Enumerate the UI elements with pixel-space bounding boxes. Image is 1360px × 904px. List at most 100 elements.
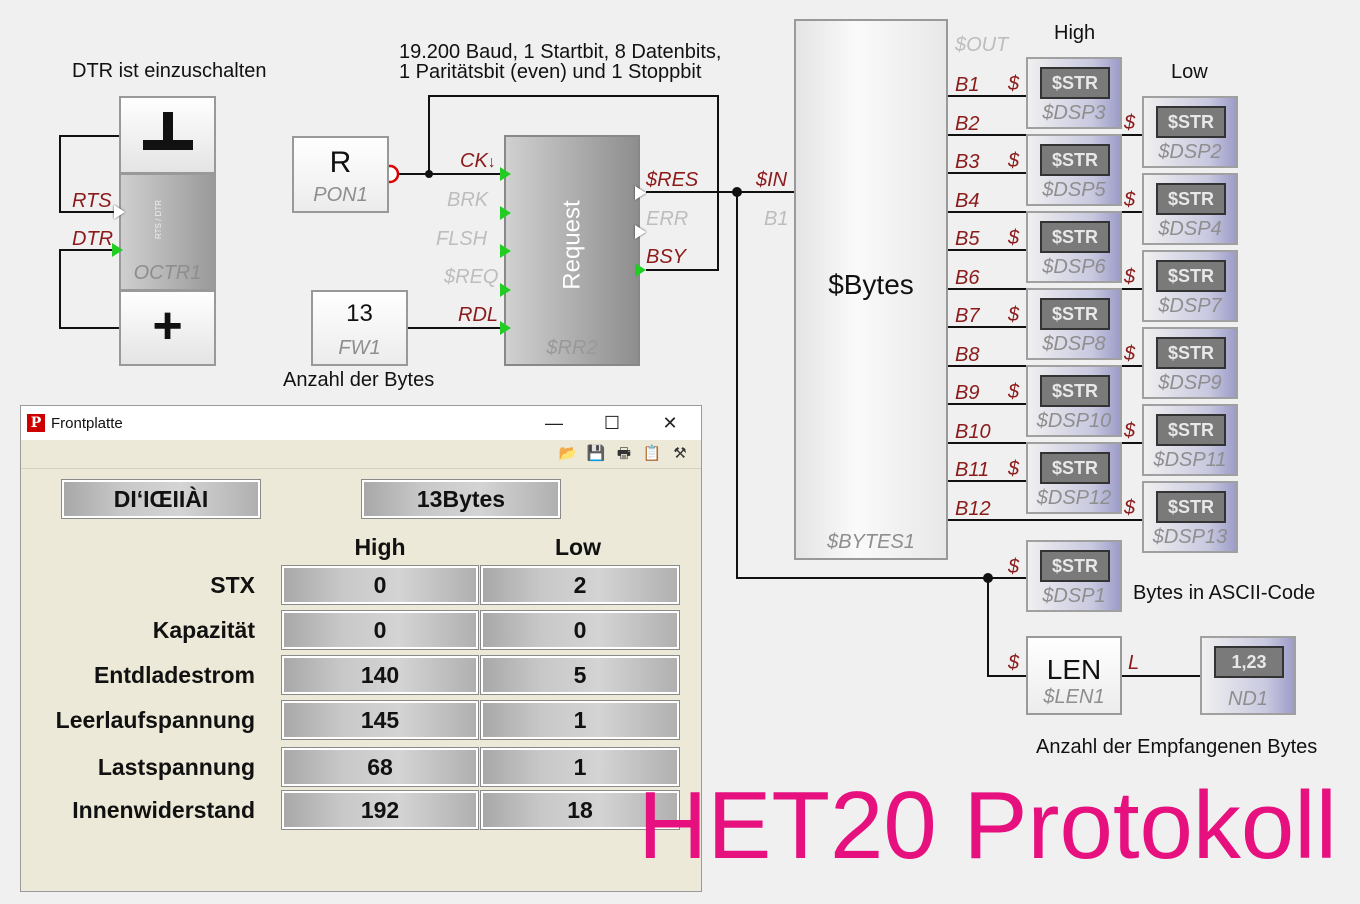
high-display-dsp12[interactable]: $STR$DSP12: [1026, 442, 1122, 514]
close-button[interactable]: ✕: [662, 413, 678, 433]
ascii-display-screen: $STR: [1040, 550, 1110, 582]
pon-name: PON1: [313, 184, 368, 206]
bytes-title: $Bytes: [828, 269, 914, 300]
caption-dtr: DTR ist einzuschalten: [72, 60, 267, 82]
err-pin-icon: [635, 225, 646, 239]
paste-icon[interactable]: 📋: [642, 445, 662, 462]
pon-label: R: [329, 146, 352, 179]
fw-value: 13: [346, 300, 373, 327]
display-name: $DSP8: [1042, 333, 1106, 355]
window-toolbar: 📂 💾 🖶 📋 ⚒: [21, 440, 701, 469]
low-display-dollar: $: [1124, 420, 1136, 442]
tools-icon[interactable]: ⚒: [673, 445, 687, 462]
octr-dtr-label: DTR: [72, 228, 114, 250]
nd-name: ND1: [1227, 688, 1268, 710]
res-label: $RES: [646, 169, 699, 191]
caption-empfangen: Anzahl der Empfangenen Bytes: [1036, 736, 1318, 758]
low-value-field: 0: [480, 610, 680, 650]
low-display-dsp9[interactable]: $STR$DSP9: [1142, 327, 1238, 399]
bytes-output-b10: B10: [955, 421, 991, 443]
high-display-dsp6[interactable]: $STR$DSP6: [1026, 211, 1122, 283]
caption-baud: 19.200 Baud, 1 Startbit, 8 Datenbits, 1 …: [399, 42, 721, 82]
brk-pin-icon: [500, 206, 511, 220]
display-screen: $STR: [1040, 375, 1110, 407]
high-value-field: 68: [281, 747, 479, 787]
fw-block[interactable]: 13 FW1: [311, 290, 408, 366]
res-pin-icon: [635, 186, 646, 200]
rdl-label: RDL: [458, 304, 499, 326]
octr-rts-label: RTS: [72, 190, 112, 212]
low-value-field: 18: [480, 790, 680, 830]
high-value-field: 192: [281, 790, 479, 830]
bsy-label: BSY: [646, 246, 687, 268]
octr-side-text: RTS / DTR: [153, 200, 163, 239]
window-titlebar[interactable]: P Frontplatte — ☐ ✕: [21, 406, 701, 440]
display-screen: $STR: [1040, 452, 1110, 484]
low-display-dollar: $: [1124, 266, 1136, 288]
ground-symbol-stem: [163, 112, 173, 142]
display-screen: $STR: [1156, 491, 1226, 523]
bytes-block[interactable]: $Bytes $BYTES1: [794, 19, 948, 560]
display-name: $DSP7: [1158, 295, 1222, 317]
high-display-dsp8[interactable]: $STR$DSP8: [1026, 288, 1122, 360]
low-display-dsp11[interactable]: $STR$DSP11: [1142, 404, 1238, 476]
len-name: $LEN1: [1043, 686, 1105, 708]
row-label: Leerlaufspannung: [55, 707, 255, 733]
request-name: $RR2: [546, 337, 598, 359]
bytes-b1-in-label: B1: [764, 208, 789, 230]
len-title: LEN: [1046, 654, 1102, 685]
display-screen: $STR: [1156, 260, 1226, 292]
low-display-dsp7[interactable]: $STR $DSP7: [1142, 250, 1238, 322]
low-value-field: 2: [480, 565, 680, 605]
bytes-name: $BYTES1: [827, 531, 915, 553]
maximize-button[interactable]: ☐: [603, 413, 621, 433]
open-icon[interactable]: 📂: [558, 445, 578, 462]
display-screen: $STR: [1040, 67, 1110, 99]
low-display-dollar: $: [1124, 189, 1136, 211]
octr-top-button[interactable]: [119, 96, 216, 174]
pon-block[interactable]: R PON1: [292, 136, 389, 213]
bytes-output-b9: B9: [955, 382, 980, 404]
overlay-title: HET20 Protokoll: [638, 772, 1337, 879]
bytes-output-b4: B4: [955, 190, 980, 212]
high-display-dsp3[interactable]: $STR$DSP3: [1026, 57, 1122, 129]
app-icon: P: [27, 414, 45, 432]
octr-bottom-button[interactable]: +: [119, 290, 216, 366]
display-name: $DSP9: [1158, 372, 1222, 394]
row-label: Lastspannung: [97, 754, 255, 780]
high-display-dsp5[interactable]: $STR$DSP5: [1026, 134, 1122, 206]
low-display-dollar: $: [1124, 343, 1136, 365]
low-value-field: 1: [480, 747, 680, 787]
low-display-dsp2[interactable]: $STR$DSP2: [1142, 96, 1238, 168]
minimize-button[interactable]: —: [545, 413, 563, 433]
bytes-output-b3: B3: [955, 151, 980, 173]
save-icon[interactable]: 💾: [586, 445, 606, 462]
display-screen: $STR: [1040, 144, 1110, 176]
bsy-pin-icon: [635, 263, 646, 277]
bytes-output-b12: B12: [955, 498, 991, 520]
ascii-display[interactable]: $STR $DSP1: [1026, 540, 1122, 612]
flsh-label: FLSH: [436, 228, 488, 250]
low-display-dollar: $: [1124, 497, 1136, 519]
display-screen: $STR: [1156, 414, 1226, 446]
high-display-dollar: $: [1008, 150, 1020, 172]
ascii-display-name: $DSP1: [1042, 585, 1106, 607]
row-label: Kapazität: [152, 617, 255, 643]
frontplatte-window[interactable]: P Frontplatte — ☐ ✕ 📂 💾 🖶 📋 ⚒ DI‘IŒIIÀI …: [20, 405, 702, 892]
bytes-output-b1: B1: [955, 74, 980, 96]
bytes-output-b8: B8: [955, 344, 980, 366]
octr-block[interactable]: RTS / DTR OCTR1: [119, 173, 216, 291]
request-block[interactable]: Request $RR2: [504, 135, 640, 366]
len-block[interactable]: LEN $LEN1: [1026, 636, 1122, 715]
nd-display[interactable]: 1,23 ND1: [1200, 636, 1296, 715]
low-display-dsp4[interactable]: $STR$DSP4: [1142, 173, 1238, 245]
raw-field: DI‘IŒIIÀI: [61, 479, 261, 519]
bytes-output-b11: B11: [955, 459, 990, 481]
low-display-dsp13[interactable]: $STR$DSP13: [1142, 481, 1238, 553]
ck-text: CK: [460, 150, 488, 172]
print-icon[interactable]: 🖶: [616, 445, 632, 462]
len-in-label: $: [1008, 652, 1020, 674]
caption-ascii: Bytes in ASCII-Code: [1133, 582, 1316, 604]
window-title: Frontplatte: [51, 415, 123, 432]
high-display-dsp10[interactable]: $STR$DSP10: [1026, 365, 1122, 437]
